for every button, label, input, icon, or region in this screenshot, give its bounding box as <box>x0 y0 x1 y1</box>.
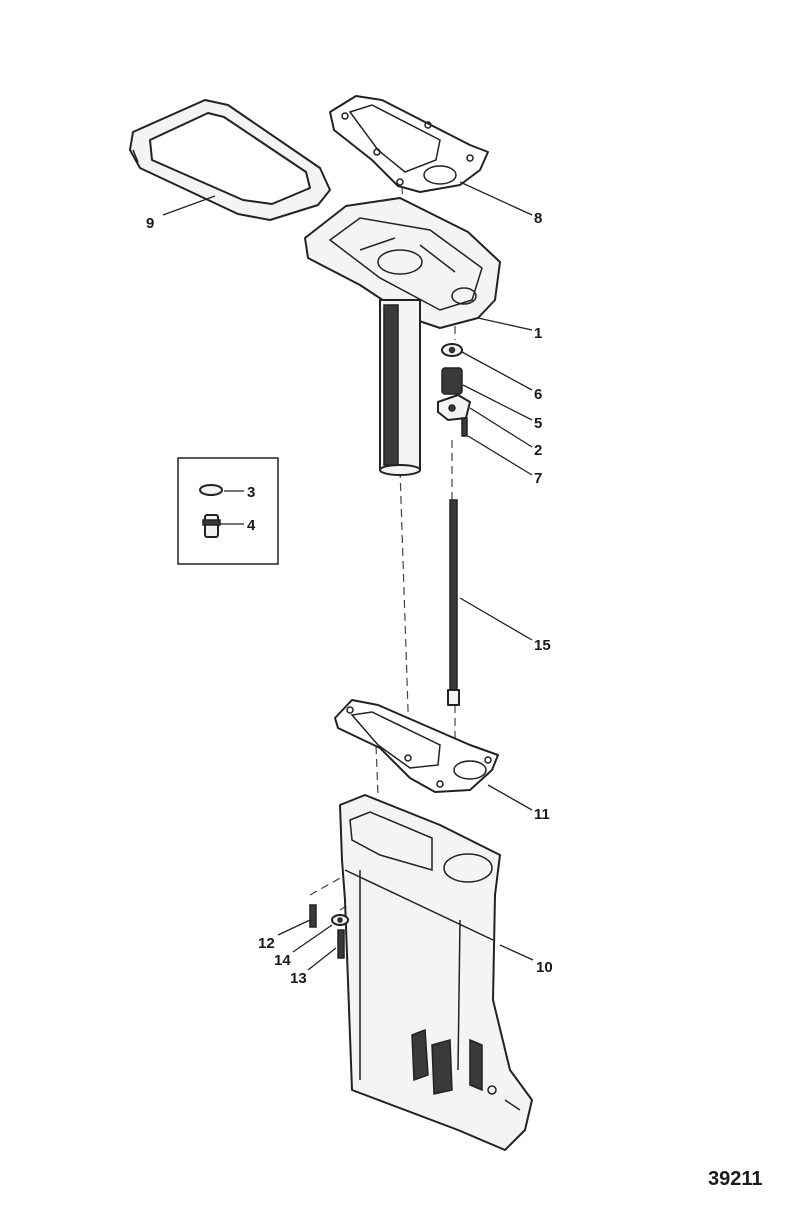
small-parts-stack <box>437 343 471 437</box>
adaptor-plate-part-1 <box>304 197 501 476</box>
callout-labels: 1 2 3 4 5 6 7 8 9 10 11 12 13 14 15 <box>146 210 553 987</box>
fitting-part-4 <box>204 514 219 538</box>
leader-lines <box>162 181 534 971</box>
callout-6: 6 <box>534 386 542 403</box>
bushing-part-5 <box>441 367 463 395</box>
callout-15: 15 <box>534 637 551 654</box>
callout-12: 12 <box>258 935 275 952</box>
inset-box <box>177 457 279 565</box>
callout-3: 3 <box>247 484 255 501</box>
bolt-part-13 <box>337 929 345 959</box>
callout-2: 2 <box>534 442 542 459</box>
bolts-and-washer <box>309 904 349 959</box>
figure-number: 39211 <box>708 1168 763 1190</box>
callout-5: 5 <box>534 415 542 432</box>
bolt-part-12 <box>309 904 317 928</box>
callout-9: 9 <box>146 215 154 232</box>
oring-part-3 <box>199 484 223 496</box>
upper-gasket-part-8 <box>329 95 489 193</box>
callout-8: 8 <box>534 210 542 227</box>
callout-4: 4 <box>247 517 256 534</box>
seal-frame-part-9 <box>129 99 331 221</box>
driveshaft-housing-part-10 <box>339 794 533 1151</box>
callout-14: 14 <box>274 952 291 969</box>
screw-part-7 <box>461 417 468 437</box>
callout-10: 10 <box>536 959 553 976</box>
callout-1: 1 <box>534 325 542 342</box>
callout-13: 13 <box>290 970 307 987</box>
rod-part-15 <box>447 499 460 706</box>
callout-7: 7 <box>534 470 542 487</box>
callout-11: 11 <box>534 806 550 823</box>
lower-gasket-part-11 <box>334 699 499 793</box>
